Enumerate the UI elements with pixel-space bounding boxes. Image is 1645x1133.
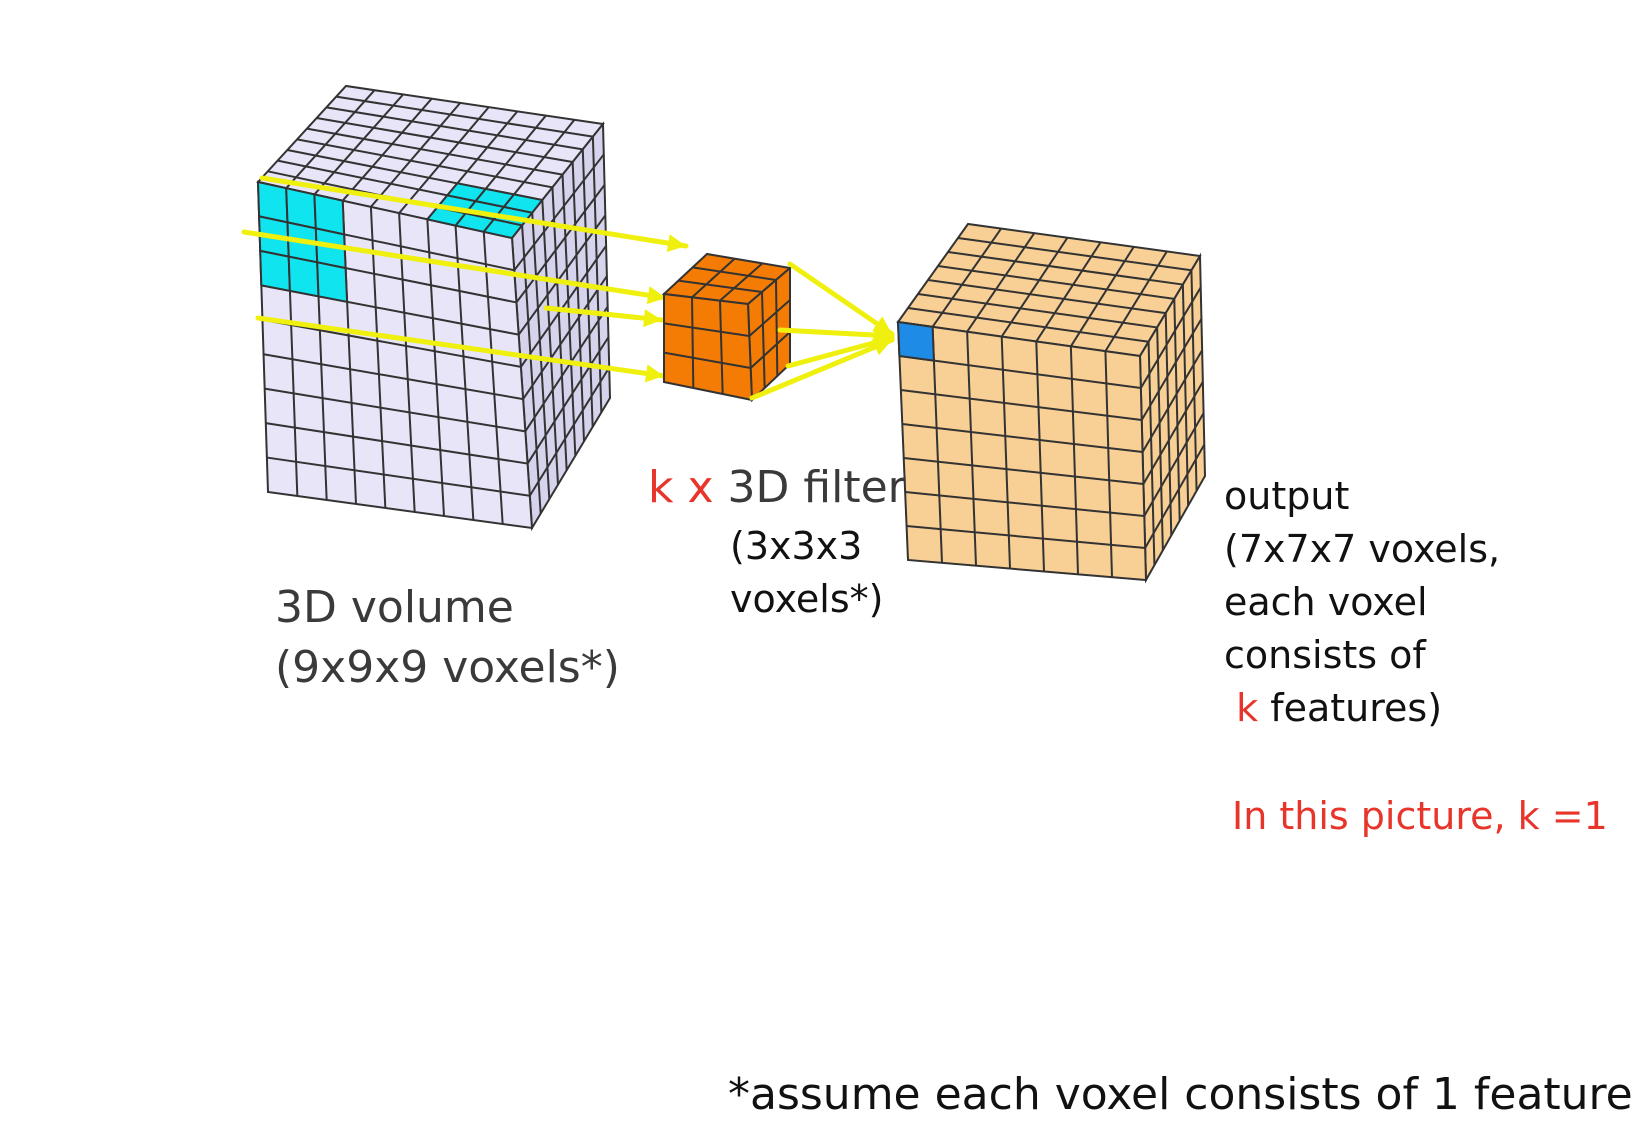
input-to-filter-arrows	[241, 175, 689, 383]
output-voxel-highlight	[896, 320, 935, 362]
volume-label-size: (9x9x9 voxels*)	[275, 642, 620, 693]
output-label-line3: each voxel	[1224, 580, 1428, 624]
output-k: k	[1236, 686, 1259, 730]
output-cube	[896, 222, 1207, 584]
footnote: *assume each voxel consists of 1 feature	[728, 1069, 1633, 1120]
arrow-to-output	[787, 261, 895, 337]
filter-label: k x 3D filter	[648, 458, 906, 518]
arrow-to-filter	[543, 305, 665, 328]
volume-label: 3D volume (9x9x9 voxels*)	[275, 578, 620, 698]
volume-side-face	[510, 121, 612, 532]
filter-to-output-arrows	[749, 261, 895, 401]
output-label-line4: consists of	[1224, 633, 1426, 677]
output-label-title: output	[1224, 474, 1350, 518]
arrow-to-output	[749, 337, 895, 401]
arrow-to-filter	[259, 175, 689, 252]
k-note: In this picture, k =1	[1232, 794, 1608, 838]
output-front-face	[896, 320, 1148, 582]
filter-size-line2: voxels*)	[730, 577, 884, 621]
filter-front-face	[663, 292, 754, 402]
highlight-voxel	[259, 249, 291, 293]
output-label-line5: k features)	[1224, 682, 1500, 735]
highlight-voxel	[316, 261, 349, 304]
filter-cube	[661, 252, 793, 403]
arrow-to-filter	[241, 229, 669, 305]
volume-label-title: 3D volume	[275, 582, 514, 633]
output-label: output (7x7x7 voxels, each voxel consist…	[1224, 470, 1500, 735]
highlight-voxel	[502, 193, 545, 214]
filter-size-label: (3x3x3 voxels*)	[730, 520, 883, 626]
filter-count-prefix: k x	[648, 462, 714, 513]
output-features: features)	[1270, 686, 1443, 730]
filter-size-line1: (3x3x3	[730, 524, 863, 568]
output-top-face	[896, 222, 1202, 358]
output-label-size: (7x7x7 voxels,	[1224, 527, 1501, 571]
arrow-to-filter	[255, 315, 667, 383]
highlight-voxel	[287, 255, 320, 298]
filter-label-title: 3D filter	[727, 462, 906, 513]
output-side-face	[1138, 252, 1207, 584]
